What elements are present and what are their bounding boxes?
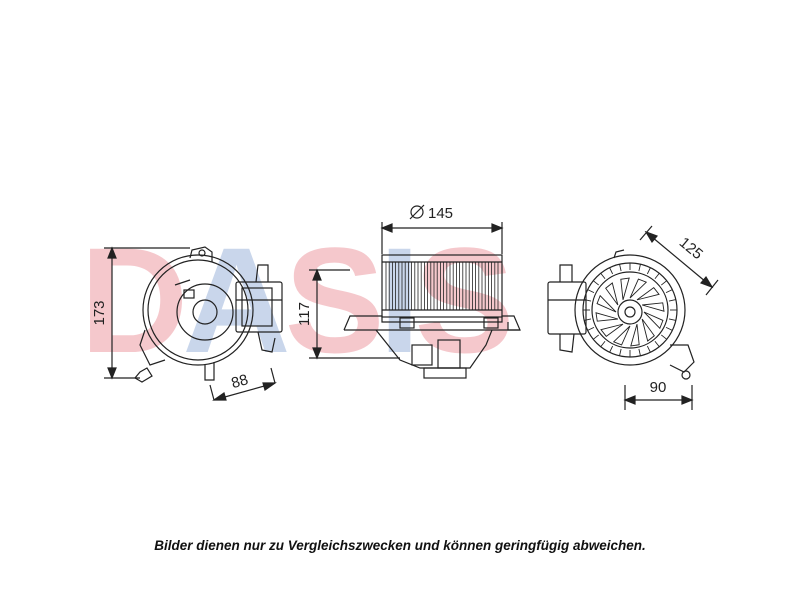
dimension-diameter-145 — [380, 204, 504, 254]
right-view-blower — [547, 249, 695, 380]
dimension-173 — [104, 246, 190, 380]
disclaimer-caption: Bilder dienen nur zu Vergleichszwecken u… — [154, 538, 646, 553]
dimension-117 — [309, 268, 400, 360]
label-173: 173 — [91, 300, 108, 325]
dimension-88 — [209, 367, 277, 401]
label-125: 125 — [676, 234, 706, 263]
label-145: 145 — [428, 205, 453, 222]
label-90: 90 — [650, 379, 667, 396]
label-117: 117 — [296, 302, 313, 326]
dimension-125 — [639, 225, 719, 296]
left-view-blower — [134, 246, 283, 383]
dimension-90 — [623, 385, 694, 410]
middle-view-blower — [343, 254, 521, 379]
label-88: 88 — [229, 371, 250, 392]
